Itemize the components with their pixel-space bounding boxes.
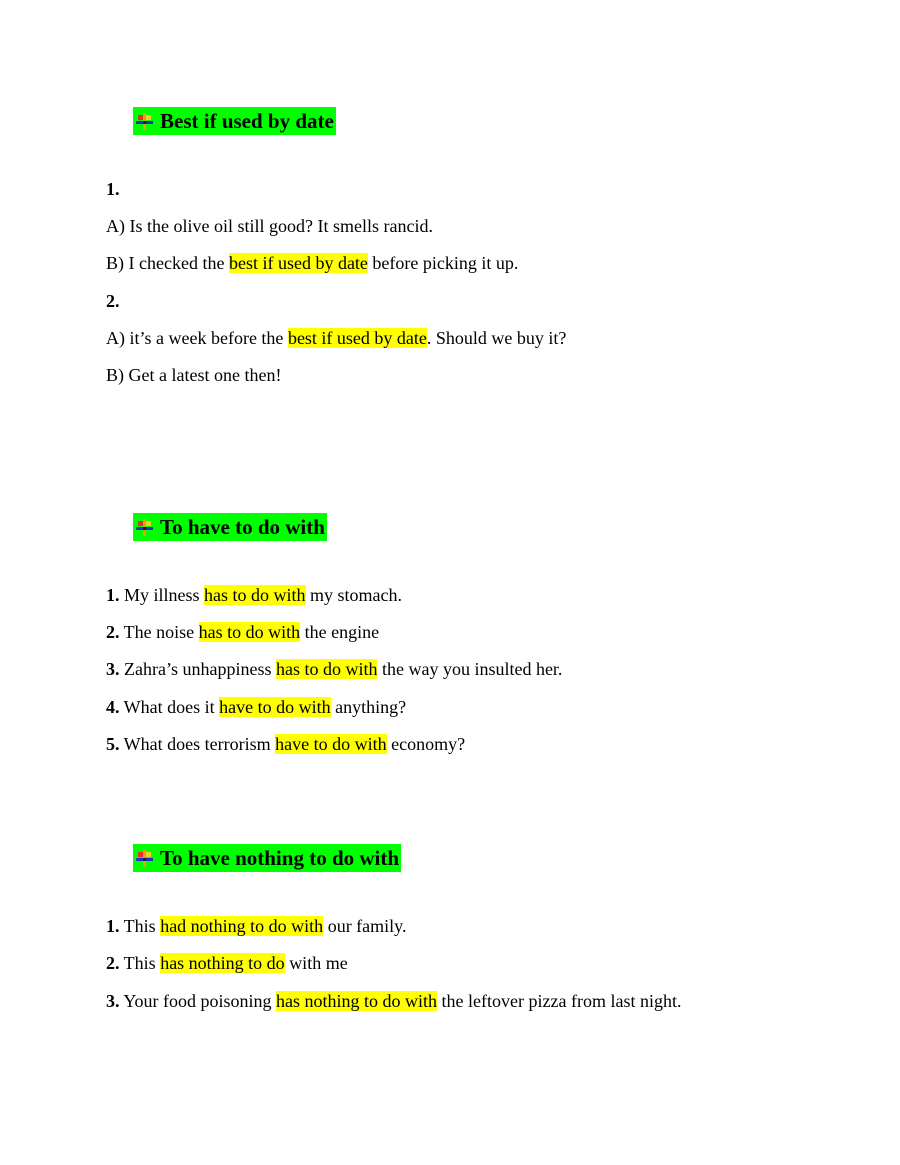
section-heading-best-if-used-by-date: Best if used by date — [133, 107, 336, 135]
highlighted-phrase: best if used by date — [228, 253, 368, 273]
list-item: 3. Your food poisoning has nothing to do… — [106, 990, 681, 1012]
item-text: What does it — [119, 697, 220, 717]
item-number: 3. — [106, 659, 120, 679]
item-number: 2. — [106, 622, 120, 642]
highlighted-phrase: has nothing to do — [160, 953, 285, 973]
item-text: A) it’s a week before the — [106, 328, 288, 348]
item-number: 1. — [106, 585, 120, 605]
highlighted-phrase: has to do with — [204, 585, 306, 605]
list-item: 1. This had nothing to do with our famil… — [106, 915, 407, 937]
item-text-after: with me — [284, 953, 348, 973]
highlighted-phrase: have to do with — [275, 734, 387, 754]
crosshair-bullet-icon — [136, 112, 153, 130]
section-heading-to-have-nothing-to-do-with: To have nothing to do with — [133, 844, 402, 872]
item-number: 5. — [106, 734, 120, 754]
item-number: 1. — [106, 916, 120, 936]
list-item: A) it’s a week before the best if used b… — [106, 327, 566, 349]
item-text-after: economy? — [386, 734, 466, 754]
item-text: Zahra’s unhappiness — [119, 659, 276, 679]
item-text: My illness — [119, 585, 205, 605]
item-text-after: anything? — [330, 697, 407, 717]
list-item: 5. What does terrorism have to do with e… — [106, 733, 465, 755]
item-number: 2. — [106, 291, 120, 311]
list-item: 1. My illness has to do with my stomach. — [106, 584, 402, 606]
item-text-after: our family. — [323, 916, 407, 936]
crosshair-bullet-icon — [136, 518, 153, 536]
item-text: This — [119, 916, 161, 936]
section-heading-text: To have nothing to do with — [160, 845, 400, 870]
item-text: A) Is the olive oil still good? It smell… — [106, 216, 433, 236]
highlighted-phrase: best if used by date — [287, 328, 427, 348]
list-item: 2. This has nothing to do with me — [106, 952, 348, 974]
item-number: 3. — [106, 991, 120, 1011]
list-item: 2. — [106, 290, 120, 312]
list-item: 2. The noise has to do with the engine — [106, 621, 379, 643]
item-number: 1. — [106, 179, 120, 199]
list-item: A) Is the olive oil still good? It smell… — [106, 215, 433, 237]
item-text: B) I checked the — [106, 253, 229, 273]
list-item: 1. — [106, 178, 120, 200]
item-text-after: the engine — [300, 622, 380, 642]
list-item: B) Get a latest one then! — [106, 364, 281, 386]
item-text: What does terrorism — [119, 734, 276, 754]
item-text-after: . Should we buy it? — [426, 328, 567, 348]
list-item: B) I checked the best if used by date be… — [106, 252, 518, 274]
item-number: 2. — [106, 953, 120, 973]
highlighted-phrase: has nothing to do with — [276, 991, 438, 1011]
highlighted-phrase: has to do with — [275, 659, 378, 679]
section-heading-text: Best if used by date — [160, 108, 334, 133]
list-item: 3. Zahra’s unhappiness has to do with th… — [106, 658, 562, 680]
item-text-after: the leftover pizza from last night. — [437, 991, 682, 1011]
list-item: 4. What does it have to do with anything… — [106, 696, 406, 718]
crosshair-bullet-icon — [136, 849, 153, 867]
section-heading-to-have-to-do-with: To have to do with — [133, 513, 327, 541]
item-text: B) Get a latest one then! — [106, 365, 282, 385]
highlighted-phrase: has to do with — [198, 622, 301, 642]
highlighted-phrase: have to do with — [219, 697, 331, 717]
item-number: 4. — [106, 697, 120, 717]
item-text-after: the way you insulted her. — [377, 659, 563, 679]
item-text: Your food poisoning — [119, 991, 277, 1011]
highlighted-phrase: had nothing to do with — [160, 916, 324, 936]
section-heading-text: To have to do with — [160, 514, 325, 539]
item-text-after: my stomach. — [305, 585, 403, 605]
item-text: The noise — [119, 622, 199, 642]
item-text: This — [119, 953, 161, 973]
item-text-after: before picking it up. — [367, 253, 519, 273]
